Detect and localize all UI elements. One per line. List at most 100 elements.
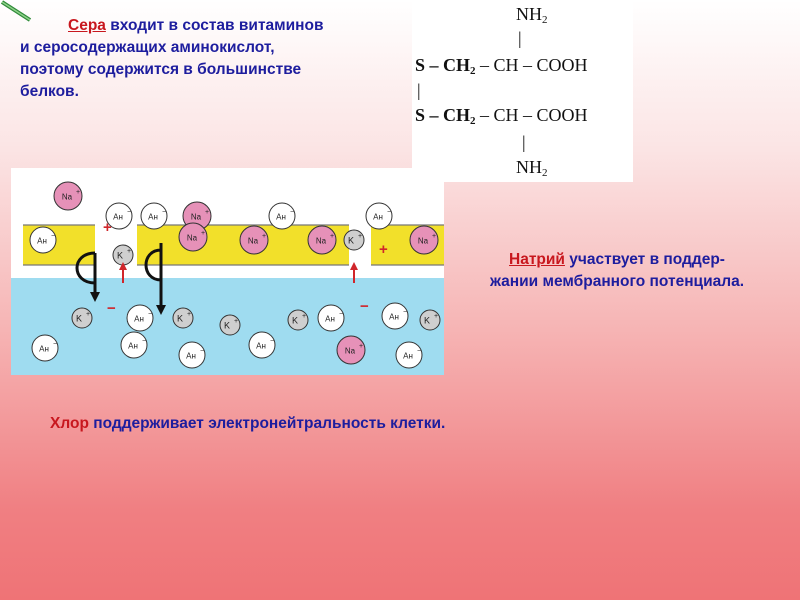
anion-charge: − bbox=[387, 209, 391, 216]
anion-label: Ан bbox=[134, 315, 144, 324]
sodium-ion bbox=[239, 225, 269, 255]
sodium-ion-charge: + bbox=[205, 209, 209, 216]
sodium-keyword: Натрий bbox=[509, 251, 565, 268]
sulfur-text-4: белков. bbox=[20, 83, 79, 100]
anion-label: Ан bbox=[186, 352, 196, 361]
sulfur-text-3: поэтому содержится в большинстве bbox=[20, 61, 302, 78]
cystine-formula: NH2 | S – CH2 – CH – COOH | S – CH2 – CH… bbox=[412, 0, 633, 182]
arrow-up-head bbox=[119, 262, 127, 270]
sodium-ion-label: Na bbox=[191, 213, 202, 222]
sodium-ion-label: Na bbox=[248, 237, 259, 246]
potassium-ion-charge: + bbox=[127, 248, 131, 255]
sodium-ion-charge: + bbox=[262, 233, 266, 240]
anion-label: Ан bbox=[325, 315, 335, 324]
potassium-ion-charge: + bbox=[302, 313, 306, 320]
anion-charge: − bbox=[200, 348, 204, 355]
sodium-ion-label: Na bbox=[316, 237, 327, 246]
sodium-ion-charge: + bbox=[359, 343, 363, 350]
anion-charge: − bbox=[290, 209, 294, 216]
anion-label: Ан bbox=[39, 345, 49, 354]
sodium-ion-charge: + bbox=[76, 189, 80, 196]
anion bbox=[381, 302, 409, 330]
anion-label: Ан bbox=[256, 342, 266, 351]
anion-label: Ан bbox=[276, 213, 286, 222]
channel-hook-right bbox=[144, 243, 163, 310]
sodium-ion bbox=[53, 181, 83, 211]
chlorine-keyword: Хлор bbox=[50, 415, 89, 432]
channel-hook-left bbox=[75, 251, 97, 298]
potassium-ion-charge: + bbox=[187, 311, 191, 318]
anion bbox=[248, 331, 276, 359]
potassium-ion bbox=[219, 314, 241, 336]
sodium-ion-charge: + bbox=[330, 233, 334, 240]
anion bbox=[395, 341, 423, 369]
plus-sign: + bbox=[103, 219, 112, 236]
anion bbox=[178, 341, 206, 369]
anion-label: Ан bbox=[113, 213, 123, 222]
potassium-ion bbox=[287, 309, 309, 331]
anion bbox=[29, 226, 57, 254]
potassium-ion-label: K bbox=[76, 314, 82, 324]
anion bbox=[268, 202, 296, 230]
anion-label: Ан bbox=[128, 342, 138, 351]
formula-bond-top: | bbox=[518, 28, 522, 48]
sodium-ion-label: Na bbox=[187, 234, 198, 243]
anion bbox=[120, 331, 148, 359]
sodium-ion-charge: + bbox=[432, 233, 436, 240]
sodium-paragraph: Натрий участвует в поддер- жании мембран… bbox=[452, 249, 782, 293]
sodium-ion bbox=[409, 225, 439, 255]
sodium-ion bbox=[307, 225, 337, 255]
anion-charge: − bbox=[339, 311, 343, 318]
anion bbox=[317, 304, 345, 332]
formula-nh2-top: NH2 bbox=[516, 4, 548, 26]
sodium-text-1: участвует в поддер- bbox=[564, 251, 725, 268]
formula-bond-bottom: | bbox=[522, 132, 526, 152]
corner-pencil-icon bbox=[0, 0, 32, 22]
sulfur-text-1: входит в состав витаминов bbox=[105, 17, 324, 34]
anion-charge: − bbox=[51, 233, 55, 240]
potassium-ion-label: K bbox=[348, 236, 354, 246]
sulfur-text-2: и серосодержащих аминокислот, bbox=[20, 39, 275, 56]
anion-charge: − bbox=[53, 341, 57, 348]
sulfur-keyword: Сера bbox=[68, 17, 106, 34]
sodium-ion-label: Na bbox=[345, 347, 356, 356]
anion-label: Ан bbox=[373, 213, 383, 222]
membrane-potential-figure: Na+Ан−Ан−Ан−Na+Na+Na+Ан−Na+K+Ан−Na+K+K+А… bbox=[11, 168, 444, 375]
formula-nh2-bottom: NH2 bbox=[516, 157, 548, 179]
sodium-text-2: жании мембранного потенциала. bbox=[489, 273, 745, 290]
formula-row-1: S – CH2 – CH – COOH bbox=[415, 55, 588, 77]
anion-charge: − bbox=[403, 309, 407, 316]
plus-sign: + bbox=[379, 241, 388, 258]
anion-charge: − bbox=[417, 348, 421, 355]
potassium-ion-label: K bbox=[224, 321, 230, 331]
formula-row-2: S – CH2 – CH – COOH bbox=[415, 105, 588, 127]
anion-label: Ан bbox=[403, 352, 413, 361]
potassium-ion-label: K bbox=[424, 316, 430, 326]
potassium-ion-label: K bbox=[117, 251, 123, 261]
potassium-ion bbox=[343, 229, 365, 251]
sodium-ion-charge: + bbox=[201, 230, 205, 237]
sulfur-paragraph: Сера входит в состав витаминов и серосод… bbox=[20, 15, 412, 103]
sodium-ion bbox=[336, 335, 366, 365]
potassium-ion-label: K bbox=[292, 316, 298, 326]
potassium-ion bbox=[71, 307, 93, 329]
potassium-ion-charge: + bbox=[434, 313, 438, 320]
anion-label: Ан bbox=[37, 237, 47, 246]
anion-label: Ан bbox=[389, 313, 399, 322]
potassium-ion bbox=[172, 307, 194, 329]
arrow-down-head bbox=[90, 292, 100, 302]
potassium-ion bbox=[419, 309, 441, 331]
potassium-ion-charge: + bbox=[358, 233, 362, 240]
chlorine-paragraph: Хлор поддерживает электронейтральность к… bbox=[50, 413, 650, 435]
anion bbox=[140, 202, 168, 230]
minus-sign: − bbox=[360, 298, 369, 315]
anion bbox=[105, 202, 133, 230]
anion bbox=[126, 304, 154, 332]
anion bbox=[365, 202, 393, 230]
formula-bond-left: | bbox=[417, 80, 421, 100]
minus-sign: − bbox=[107, 300, 116, 317]
anion-charge: − bbox=[270, 338, 274, 345]
anion-charge: − bbox=[142, 338, 146, 345]
sodium-ion-label: Na bbox=[62, 193, 73, 202]
anion-label: Ан bbox=[148, 213, 158, 222]
